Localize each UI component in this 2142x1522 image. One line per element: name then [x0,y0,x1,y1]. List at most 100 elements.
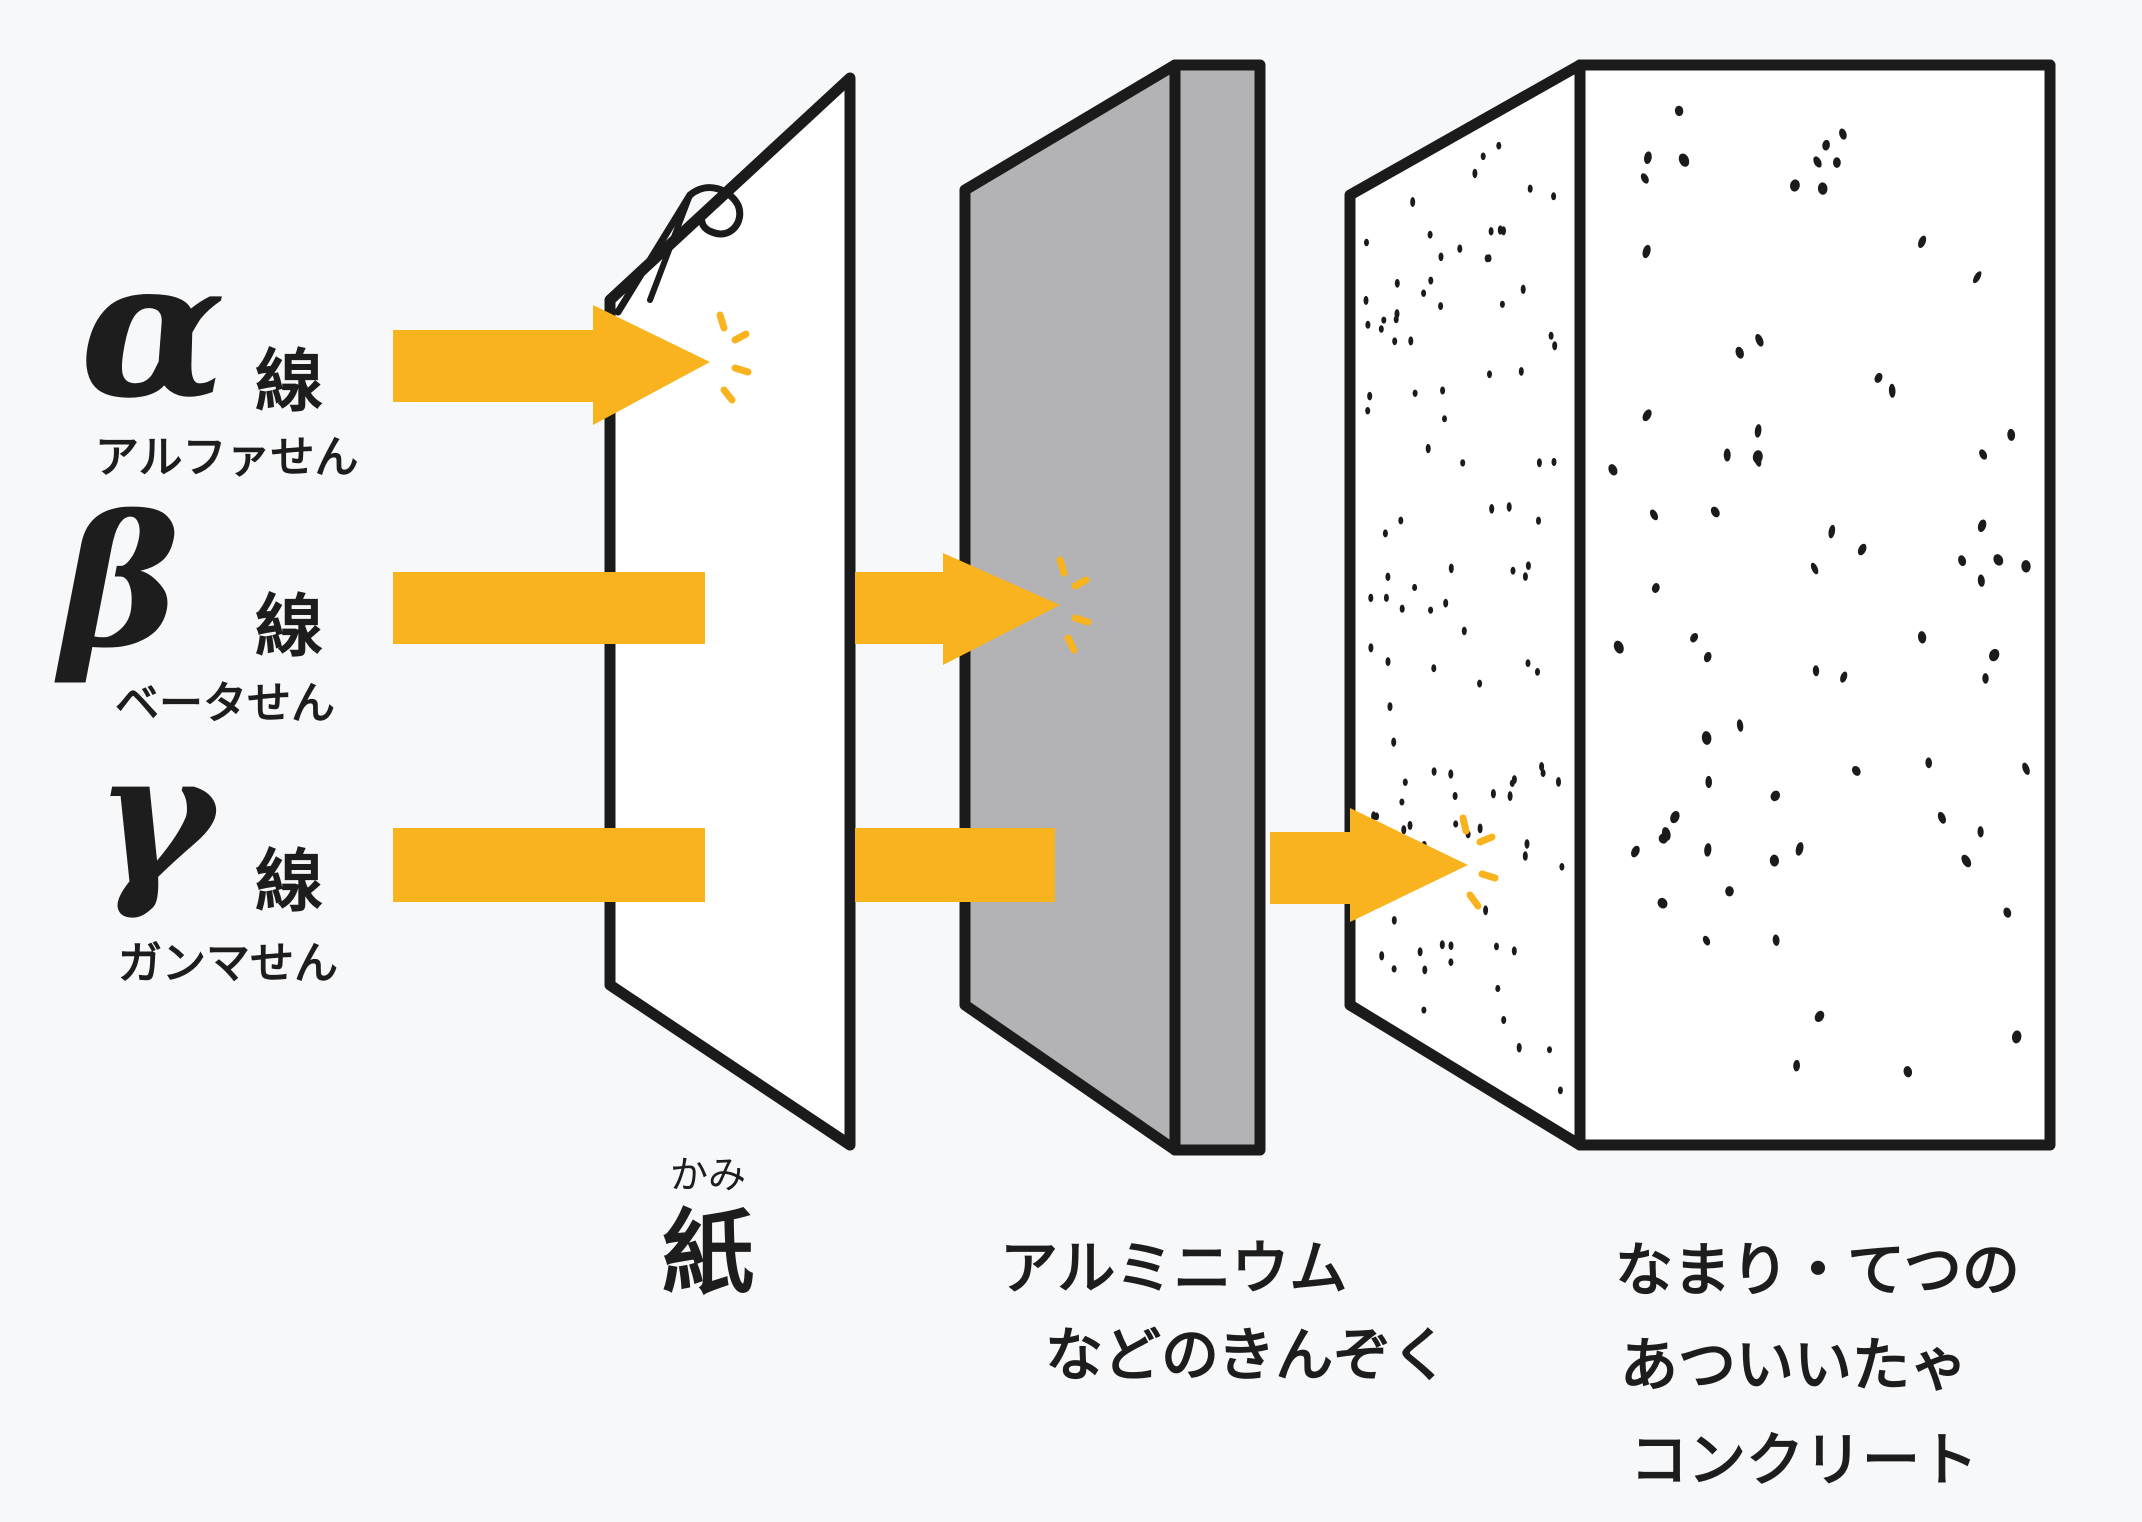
concrete-speck [1410,197,1416,207]
concrete-speck [2021,560,2031,573]
concrete-speck [1427,230,1433,239]
concrete-speck [1993,554,2004,566]
concrete-speck [1391,965,1397,973]
concrete-speck [2011,1030,2022,1044]
concrete-speck [1438,302,1444,311]
beta-symbol: β [54,477,180,688]
concrete-speck [1925,757,1933,769]
concrete-speck [1525,561,1531,570]
concrete-speck [1506,502,1512,512]
ray-label-alpha: α 線 アルファせん [80,217,359,483]
concrete-speck [1551,192,1557,201]
concrete-speck [1495,984,1501,993]
concrete-speck [1958,555,1967,567]
alpha-reading: アルファせん [95,432,359,483]
concrete-speck [1640,173,1649,184]
concrete-speck [1472,168,1478,179]
paper-label: かみ 紙 [662,1153,754,1307]
concrete-speck [1379,951,1385,961]
concrete-speck [1814,1010,1825,1023]
concrete-speck [1888,383,1896,398]
concrete-speck [1398,516,1404,525]
concrete-speck [1494,942,1499,951]
concrete-speck [1402,778,1408,786]
concrete-speck [1480,152,1486,161]
concrete-speck [1378,325,1384,333]
concrete-speck [1536,516,1541,525]
concrete-speck [1736,719,1744,732]
concrete-speck [1428,606,1434,614]
concrete-speck [1461,626,1467,636]
concrete-speck [1367,391,1373,401]
concrete-speck [1810,562,1819,575]
concrete-speck [2022,762,2030,775]
concrete-speck [1710,506,1720,518]
concrete-speck [1381,316,1387,324]
concrete-speck [1770,790,1781,802]
concrete-speck [1448,941,1454,950]
gamma-ray [393,808,1499,922]
concrete-speck [1552,341,1558,351]
concrete-speck [1535,668,1540,676]
concrete-speck [1723,448,1731,462]
concrete-speck [1977,519,1987,532]
concrete-speck [1703,651,1712,663]
concrete-speck [1448,958,1454,966]
concrete-speck [1735,346,1744,359]
concrete-speck [1918,235,1927,248]
concrete-speck [1613,640,1624,654]
concrete-speck [1412,583,1418,592]
concrete-speck [1438,252,1444,262]
concrete-speck [1499,300,1505,308]
concrete-speck [1363,295,1369,305]
concrete-speck [1651,583,1660,593]
concrete-speck [1524,839,1530,849]
concrete-speck [1496,141,1502,150]
concrete-speck [1439,940,1445,950]
beta-impact-spark [1056,556,1092,654]
concrete-speck [1522,851,1528,861]
concrete-speck [1399,604,1405,613]
concrete-speck [1536,458,1542,468]
concrete-speck [1510,566,1516,575]
concrete-speck [1383,593,1389,602]
concrete-speck [1678,153,1690,167]
concrete-speck [1408,336,1414,346]
concrete-speck [1559,863,1565,871]
concrete-speck [1702,935,1711,946]
concrete-speck [1490,789,1496,799]
concrete-speck [1501,226,1506,236]
concrete-speck [1556,777,1561,787]
concrete-speck [1391,916,1397,925]
concrete-speck [1789,179,1800,192]
aluminium-label: アルミニウム などのきんぞく [1000,1234,1449,1389]
concrete-speck [1817,182,1828,195]
paper-furigana: かみ [670,1153,746,1197]
concrete-speck [1657,897,1668,909]
concrete-speck [1527,184,1533,193]
concrete-speck [1851,765,1861,776]
concrete-speck [1551,457,1557,467]
concrete-speck [1548,331,1554,340]
concrete-speck [1487,370,1492,379]
concrete-speck [1972,271,1982,284]
concrete-speck [1832,157,1841,168]
concrete-speck [1448,769,1454,779]
concrete-speck [1705,775,1713,789]
alpha-ray [393,305,752,425]
concrete-speck [1365,320,1371,329]
concrete-texture [1363,105,2031,1095]
concrete-speck [1520,284,1526,294]
concrete-speck [1674,105,1684,117]
concrete-speck [1440,386,1446,395]
aluminium-line2: などのきんぞく [1045,1321,1449,1389]
concrete-speck [1840,671,1848,683]
concrete-speck [1393,315,1399,324]
gamma-symbol: γ [95,712,221,923]
concrete-speck [1979,449,1988,460]
concrete-speck [1452,792,1458,800]
beta-ray [393,553,1092,665]
concrete-speck [1501,1016,1507,1024]
concrete-speck [1385,657,1391,667]
